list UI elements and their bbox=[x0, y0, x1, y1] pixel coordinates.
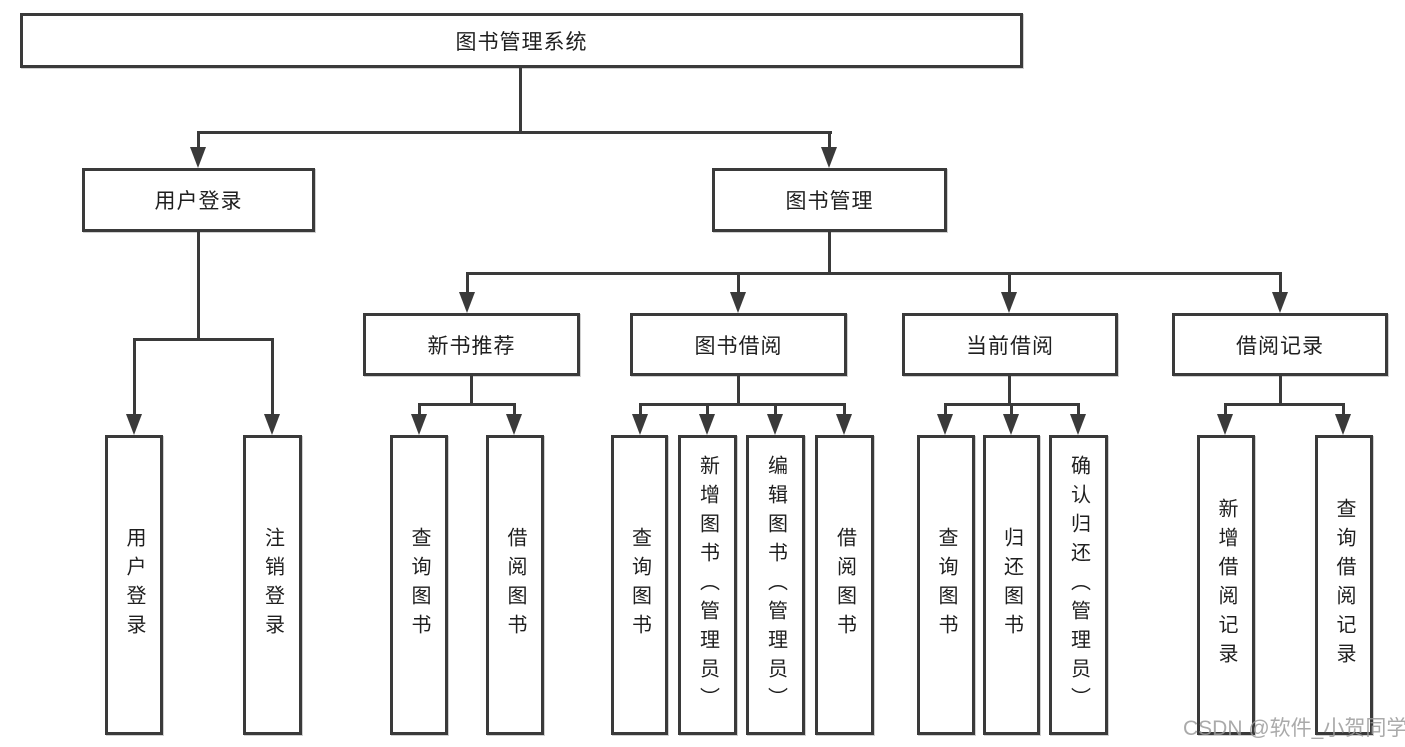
connector-userlogin-stem bbox=[197, 232, 200, 338]
connector-drop-leaf-logout bbox=[271, 338, 274, 416]
connector-currentborrow-stem bbox=[1008, 376, 1011, 403]
connector-root-crossbar bbox=[197, 131, 832, 134]
leaf-newbook-query-books: 查询图书 bbox=[390, 435, 448, 735]
arrowhead-bb-add bbox=[699, 414, 715, 435]
node-borrow-records: 借阅记录 bbox=[1172, 313, 1388, 376]
leaf-current-confirm-return-admin: 确认归还（管理员） bbox=[1049, 435, 1108, 735]
connector-drop-bb-borrow bbox=[843, 403, 846, 414]
connector-drop-bb-add bbox=[706, 403, 709, 414]
connector-bookborrow-stem bbox=[737, 376, 740, 403]
leaf-current-return-books: 归还图书 bbox=[983, 435, 1040, 735]
node-library-system: 图书管理系统 bbox=[20, 13, 1023, 68]
node-borrow-records-label: 借阅记录 bbox=[1236, 334, 1324, 358]
leaf-records-add-record-label: 新增借阅记录 bbox=[1215, 498, 1237, 672]
leaf-current-confirm-return-admin-label: 确认归还（管理员） bbox=[1067, 454, 1090, 716]
arrowhead-cb-confirm bbox=[1070, 414, 1086, 435]
arrowhead-book-mgmt bbox=[821, 147, 837, 168]
arrowhead-bb-edit bbox=[767, 414, 783, 435]
leaf-borrow-borrow-books-label: 借阅图书 bbox=[833, 527, 856, 643]
connector-drop-cb-confirm bbox=[1077, 403, 1080, 414]
leaf-records-query-record: 查询借阅记录 bbox=[1315, 435, 1373, 735]
arrowhead-bb-query bbox=[632, 414, 648, 435]
connector-bookborrow-crossbar bbox=[639, 403, 845, 406]
connector-drop-nb-borrow bbox=[513, 403, 516, 414]
leaf-records-query-record-label: 查询借阅记录 bbox=[1333, 498, 1355, 672]
node-user-login-label: 用户登录 bbox=[154, 190, 243, 213]
arrowhead-cb-query bbox=[937, 414, 953, 435]
node-library-system-label: 图书管理系统 bbox=[455, 30, 588, 54]
connector-bookmgmt-stem bbox=[828, 232, 831, 272]
arrowhead-nb-borrow bbox=[506, 414, 522, 435]
connector-drop-nb-query bbox=[418, 403, 421, 414]
node-current-borrow: 当前借阅 bbox=[902, 313, 1118, 376]
csdn-watermark: CSDN @软件_小贺同学 bbox=[1183, 717, 1405, 740]
connector-drop-rec-query bbox=[1342, 403, 1345, 414]
arrowhead-book-borrow bbox=[730, 292, 746, 313]
node-book-borrow: 图书借阅 bbox=[630, 313, 847, 376]
connector-userlogin-crossbar bbox=[133, 338, 274, 341]
connector-drop-cb-query bbox=[944, 403, 947, 414]
connector-drop-user-login bbox=[197, 131, 200, 151]
leaf-borrow-query-books: 查询图书 bbox=[611, 435, 668, 735]
connector-drop-rec-add bbox=[1224, 403, 1227, 414]
arrowhead-borrow-records bbox=[1272, 292, 1288, 313]
connector-root-stem bbox=[519, 68, 522, 131]
arrowhead-user-login bbox=[190, 147, 206, 168]
node-new-book-recommend: 新书推荐 bbox=[363, 313, 580, 376]
leaf-current-query-books: 查询图书 bbox=[917, 435, 975, 735]
connector-newbook-crossbar bbox=[418, 403, 515, 406]
node-current-borrow-label: 当前借阅 bbox=[966, 334, 1054, 358]
connector-drop-cb-return bbox=[1010, 403, 1013, 414]
leaf-borrow-add-books-admin-label: 新增图书（管理员） bbox=[696, 454, 719, 716]
node-book-borrow-label: 图书借阅 bbox=[694, 334, 783, 358]
leaf-newbook-borrow-books-label: 借阅图书 bbox=[504, 527, 526, 643]
arrowhead-new-book bbox=[459, 292, 475, 313]
connector-records-stem bbox=[1279, 376, 1282, 403]
connector-drop-bb-edit bbox=[774, 403, 777, 414]
arrowhead-leaf-logout bbox=[264, 414, 280, 435]
connector-drop-book-borrow bbox=[737, 272, 740, 292]
leaf-current-return-books-label: 归还图书 bbox=[1000, 527, 1023, 643]
connector-drop-bb-query bbox=[639, 403, 642, 414]
leaf-logout: 注销登录 bbox=[243, 435, 302, 735]
leaf-logout-label: 注销登录 bbox=[261, 527, 284, 643]
connector-bookmgmt-crossbar bbox=[466, 272, 1282, 275]
arrowhead-nb-query bbox=[411, 414, 427, 435]
leaf-borrow-query-books-label: 查询图书 bbox=[628, 527, 651, 643]
arrowhead-leaf-login bbox=[126, 414, 142, 435]
leaf-user-login-label: 用户登录 bbox=[123, 527, 145, 643]
leaf-borrow-borrow-books: 借阅图书 bbox=[815, 435, 874, 735]
connector-drop-current-borrow bbox=[1008, 272, 1011, 292]
leaf-borrow-edit-books-admin-label: 编辑图书（管理员） bbox=[764, 454, 787, 716]
connector-drop-book-mgmt bbox=[828, 131, 831, 151]
node-new-book-recommend-label: 新书推荐 bbox=[427, 334, 516, 358]
leaf-newbook-query-books-label: 查询图书 bbox=[408, 527, 430, 643]
node-user-login: 用户登录 bbox=[82, 168, 315, 232]
node-book-management-label: 图书管理 bbox=[785, 190, 874, 213]
leaf-newbook-borrow-books: 借阅图书 bbox=[486, 435, 544, 735]
connector-records-crossbar bbox=[1224, 403, 1344, 406]
leaf-borrow-add-books-admin: 新增图书（管理员） bbox=[678, 435, 737, 735]
connector-drop-new-book bbox=[466, 272, 469, 292]
arrowhead-rec-add bbox=[1217, 414, 1233, 435]
connector-drop-leaf-login bbox=[133, 338, 136, 416]
leaf-records-add-record: 新增借阅记录 bbox=[1197, 435, 1255, 735]
node-book-management: 图书管理 bbox=[712, 168, 947, 232]
leaf-current-query-books-label: 查询图书 bbox=[935, 527, 957, 643]
arrowhead-cb-return bbox=[1003, 414, 1019, 435]
arrowhead-rec-query bbox=[1335, 414, 1351, 435]
arrowhead-current-borrow bbox=[1001, 292, 1017, 313]
leaf-borrow-edit-books-admin: 编辑图书（管理员） bbox=[746, 435, 805, 735]
connector-drop-borrow-records bbox=[1279, 272, 1282, 292]
arrowhead-bb-borrow bbox=[836, 414, 852, 435]
leaf-user-login: 用户登录 bbox=[105, 435, 163, 735]
connector-newbook-stem bbox=[470, 376, 473, 403]
